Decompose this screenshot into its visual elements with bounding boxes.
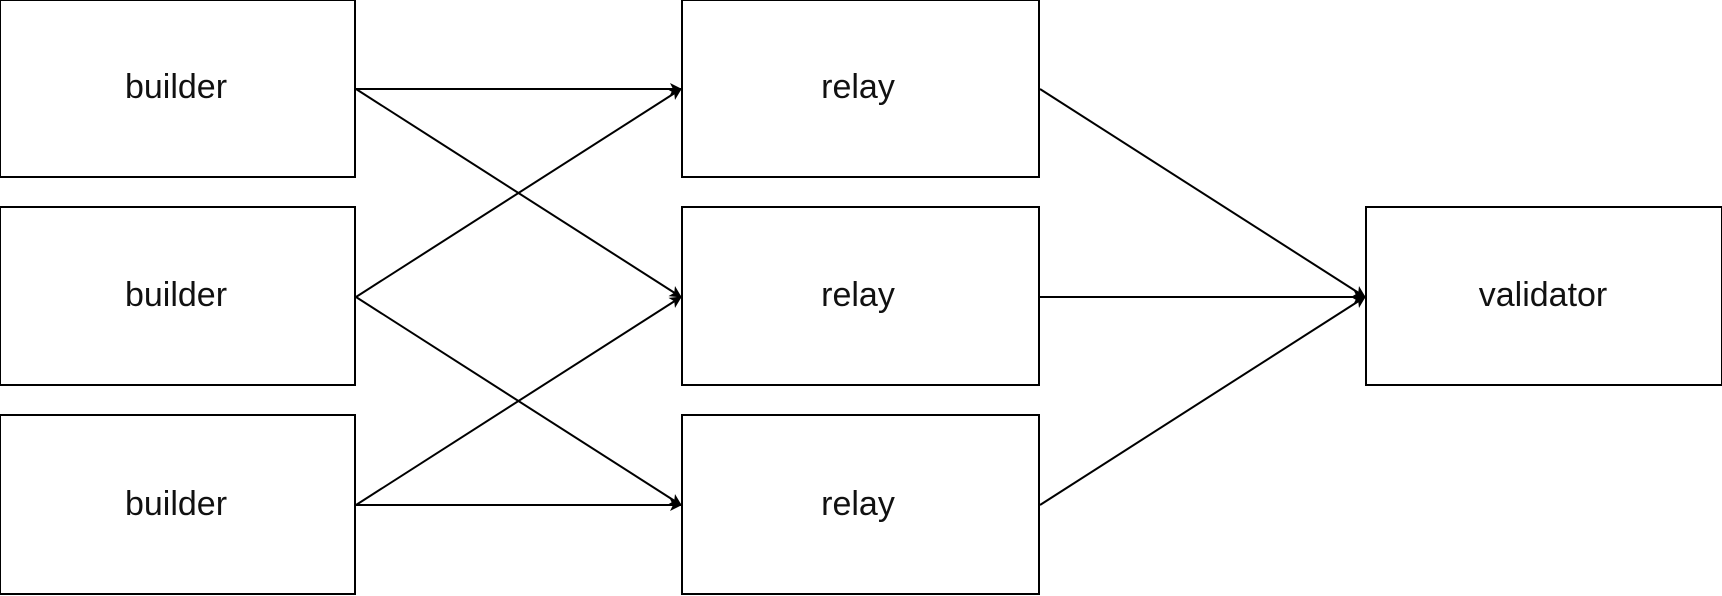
validator-box: [1365, 206, 1722, 386]
edges-layer: [355, 83, 1366, 511]
relay-node-3[interactable]: relay: [681, 414, 1040, 595]
edge-relay-3-to-validator: [1039, 296, 1366, 506]
relay-box-3: [681, 414, 1040, 595]
builder-node-1[interactable]: builder: [0, 0, 356, 178]
relay-node-1[interactable]: relay: [681, 0, 1040, 178]
relay-label-1: relay: [821, 68, 895, 106]
validator-label: validator: [1479, 276, 1608, 314]
builder-box-2: [0, 206, 356, 386]
builder-box-1: [0, 0, 356, 178]
builder-label-3: builder: [125, 485, 227, 523]
builder-label-1: builder: [125, 68, 227, 106]
relay-box-2: [681, 206, 1040, 386]
builder-box-3: [0, 414, 356, 595]
validator-node[interactable]: validator: [1365, 206, 1722, 386]
builder-node-2[interactable]: builder: [0, 206, 356, 386]
relay-box-1: [681, 0, 1040, 178]
builder-node-3[interactable]: builder: [0, 414, 356, 595]
relay-label-3: relay: [821, 485, 895, 523]
relay-label-2: relay: [821, 276, 895, 314]
edge-builder-2-to-relay-1: [355, 88, 682, 298]
edge-builder-3-to-relay-2: [355, 296, 682, 506]
relay-node-2[interactable]: relay: [681, 206, 1040, 386]
edge-relay-1-to-validator: [1039, 88, 1366, 298]
builder-label-2: builder: [125, 276, 227, 314]
